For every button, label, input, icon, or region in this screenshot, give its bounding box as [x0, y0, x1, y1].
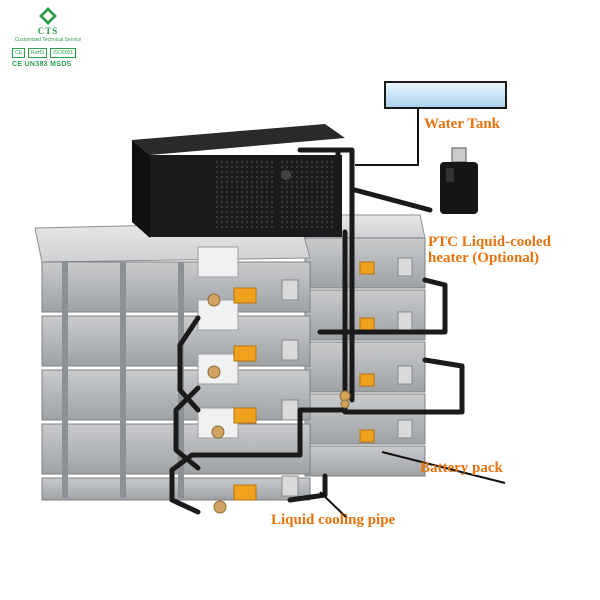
cert-badge: RoHS	[27, 48, 48, 58]
company-logo: CTS Customized Technical Service CE RoHS…	[8, 6, 88, 78]
connector	[233, 287, 257, 304]
liquid-cooling-pipes	[169, 147, 465, 515]
cert-badge: ISO9001	[50, 48, 77, 58]
connector	[233, 484, 257, 501]
label-battery-pack: Battery pack	[420, 460, 503, 476]
callout-lines	[319, 451, 506, 519]
label-water-tank: Water Tank	[424, 116, 501, 132]
label-ptc-heater-line1: PTC Liquid-cooled	[428, 234, 551, 250]
cts-logo-mark-icon	[39, 7, 57, 25]
connector	[359, 373, 375, 387]
ptc-heater	[440, 147, 478, 214]
connector	[359, 429, 375, 443]
cert-line-2: CE UN383 MSDS	[12, 61, 72, 68]
label-ptc-heater: PTC Liquid-cooled heater (Optional)	[428, 234, 551, 266]
battery-stack-front	[34, 221, 311, 514]
cert-badges: CE RoHS ISO9001	[12, 48, 77, 58]
logo-brand: CTS	[37, 26, 59, 36]
connector	[233, 345, 257, 362]
pipe-joints	[339, 390, 351, 409]
chiller-unit	[132, 124, 345, 238]
cert-badge: CE	[12, 48, 25, 58]
connector	[233, 407, 257, 424]
battery-stack-rear	[299, 214, 426, 477]
water-tank-line	[355, 108, 419, 166]
connector	[359, 317, 375, 331]
label-liquid-cooling-pipe: Liquid cooling pipe	[271, 512, 396, 528]
logo-tagline: Customized Technical Service	[14, 37, 82, 43]
label-ptc-heater-line2: heater (Optional)	[428, 250, 539, 266]
water-tank	[384, 81, 507, 109]
connector	[359, 261, 375, 275]
